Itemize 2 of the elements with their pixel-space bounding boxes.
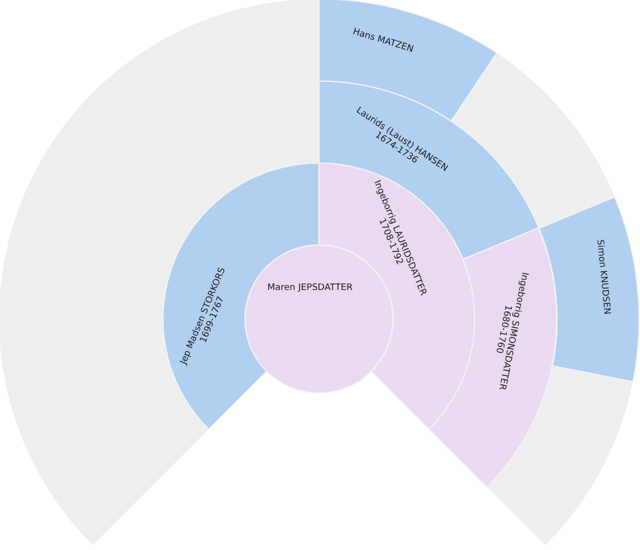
person-name: Simon KNUDSEN: [594, 239, 612, 316]
person-name: Maren JEPSDATTER: [267, 283, 353, 293]
